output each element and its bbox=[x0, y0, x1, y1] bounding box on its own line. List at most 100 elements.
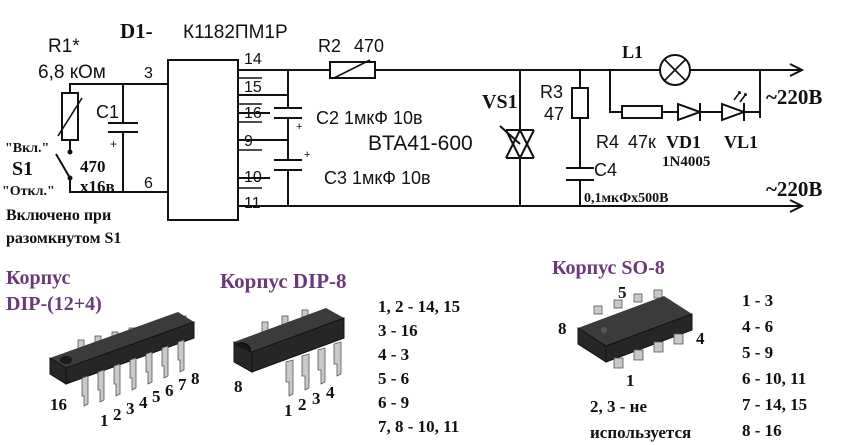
so8-pins-front bbox=[613, 333, 684, 369]
c2-capacitor bbox=[274, 107, 302, 119]
r2-resistor bbox=[329, 59, 376, 79]
pin-10-label: 10 bbox=[244, 169, 262, 186]
c3-label: C3 1мкФ 10в bbox=[324, 168, 431, 188]
wire-bottom-rail bbox=[288, 192, 521, 207]
s1-switch bbox=[55, 149, 73, 181]
c2-plus-sign: + bbox=[296, 121, 302, 133]
dip16-title-2: DIP-(12+4) bbox=[6, 293, 102, 315]
r2-value-label: 470 bbox=[354, 36, 384, 56]
so8-mapping-row: 4 - 6 bbox=[742, 317, 773, 336]
c1-value-2: x16в bbox=[80, 177, 115, 196]
vs1-triac bbox=[499, 125, 535, 161]
dip8-mapping-row: 6 - 9 bbox=[378, 393, 409, 412]
so8-pins-back bbox=[593, 289, 663, 315]
dip16-pin-number: 4 bbox=[139, 393, 148, 412]
r4-resistor bbox=[621, 105, 663, 119]
so8-mapping-row: 5 - 9 bbox=[742, 343, 773, 362]
dip8-mapping-list: 1, 2 - 14, 153 - 164 - 35 - 66 - 97, 8 -… bbox=[378, 297, 460, 436]
c3-plus-sign: + bbox=[304, 149, 310, 161]
pin-11-label: 11 bbox=[244, 195, 261, 212]
c2-label: C2 1мкФ 10в bbox=[316, 108, 423, 128]
wires bbox=[69, 69, 800, 207]
note-line-2: разомкнутом S1 bbox=[6, 230, 121, 247]
dip8-mapping-row: 5 - 6 bbox=[378, 369, 409, 388]
wire-bottom-c4 bbox=[520, 192, 581, 207]
dip8-mapping-row: 7, 8 - 10, 11 bbox=[378, 417, 459, 436]
so8-mapping-row: 8 - 16 bbox=[742, 421, 782, 440]
r1-value-label: 6,8 кОм bbox=[38, 62, 106, 83]
so8-note-line-1: 2, 3 - не bbox=[590, 397, 647, 416]
dip16-title-1: Корпус bbox=[6, 267, 71, 289]
so8-pin-4-label: 4 bbox=[696, 329, 705, 348]
arrow-bottom-icon bbox=[789, 199, 805, 213]
ic-type-label: К1182ПМ1Р bbox=[183, 22, 288, 43]
so8-package: Корпус SO-8 5 8 4 1 2, 3 - не использует… bbox=[552, 257, 705, 442]
dip16-pin-16-label: 16 bbox=[50, 395, 67, 414]
output-arrows bbox=[789, 63, 805, 213]
dip16-pin-number: 6 bbox=[165, 381, 174, 400]
r1-resistor bbox=[57, 92, 83, 141]
r2-ref-label: R2 bbox=[318, 36, 341, 56]
pin-3-label: 3 bbox=[144, 65, 153, 82]
so8-mapping-row: 7 - 14, 15 bbox=[742, 395, 807, 414]
wire-r4-left bbox=[609, 70, 622, 113]
pin-16-label: 16 bbox=[244, 105, 262, 122]
ic-ref-label: D1- bbox=[120, 19, 153, 43]
pin-9-label: 9 bbox=[244, 133, 253, 150]
c1-value-1: 470 bbox=[80, 157, 106, 176]
s1-on-label: "Вкл." bbox=[5, 141, 49, 156]
wire-pin6 bbox=[69, 178, 168, 193]
so8-note-line-2: используется bbox=[590, 423, 691, 442]
so8-pin-5-label: 5 bbox=[618, 283, 627, 302]
dip16-pin-number: 7 bbox=[178, 375, 187, 394]
vd1-type-label: 1N4005 bbox=[662, 154, 710, 170]
dip16-pins-front bbox=[81, 339, 185, 407]
arrow-top-icon bbox=[789, 63, 805, 77]
so8-title: Корпус SO-8 bbox=[552, 257, 665, 279]
c1-plus-sign: + bbox=[110, 137, 117, 151]
vd1-diode-icon bbox=[677, 102, 703, 122]
r3-ref-label: R3 bbox=[540, 82, 563, 102]
dip8-pins-front bbox=[285, 341, 342, 397]
pin-14-label: 14 bbox=[244, 51, 262, 68]
pin-15-label: 15 bbox=[244, 79, 262, 96]
c4-ref-label: C4 bbox=[594, 160, 617, 180]
dip16-pin-number: 8 bbox=[191, 369, 200, 388]
dip8-pin-number: 4 bbox=[326, 383, 335, 402]
dip16-pin-number: 1 bbox=[100, 411, 109, 430]
dip8-mapping-row: 3 - 16 bbox=[378, 321, 418, 340]
c4-value-label: 0,1мкФx500В bbox=[584, 191, 668, 206]
ac-bottom-label: ~220В bbox=[766, 177, 822, 201]
vl1-led-icon bbox=[721, 91, 747, 122]
dip8-title: Корпус DIP-8 bbox=[220, 269, 347, 293]
dip8-pin-number: 1 bbox=[284, 401, 293, 420]
dip8-pin-number: 2 bbox=[298, 395, 307, 414]
ac-top-label: ~220В bbox=[766, 85, 822, 109]
so8-pin-1-label: 1 bbox=[626, 371, 635, 390]
vs1-type-label: BTA41-600 bbox=[368, 132, 473, 155]
dip16-pin-number: 5 bbox=[152, 387, 161, 406]
r4-value-label: 47к bbox=[628, 132, 656, 152]
r3-resistor bbox=[571, 87, 589, 119]
ic-d1-body bbox=[167, 59, 239, 221]
r1-ref-label: R1* bbox=[48, 36, 80, 57]
s1-off-label: "Откл." bbox=[2, 184, 55, 199]
l1-lamp-icon bbox=[610, 54, 691, 86]
dip8-pin-8-label: 8 bbox=[234, 377, 243, 396]
c1-ref-label: C1 bbox=[96, 102, 119, 122]
dip16-pin-number: 2 bbox=[113, 405, 122, 424]
l1-ref-label: L1 bbox=[622, 42, 643, 62]
note-line-1: Включено при bbox=[6, 207, 111, 224]
c3-capacitor bbox=[274, 159, 302, 171]
so8-mapping-row: 1 - 3 bbox=[742, 291, 773, 310]
vd1-ref-label: VD1 bbox=[666, 132, 701, 152]
c1-capacitor bbox=[108, 122, 138, 140]
r3-value-label: 47 bbox=[544, 104, 564, 124]
dip8-pin-number: 3 bbox=[312, 389, 321, 408]
dip16-pin-number: 3 bbox=[126, 399, 135, 418]
so8-pin-8-label: 8 bbox=[558, 319, 567, 338]
